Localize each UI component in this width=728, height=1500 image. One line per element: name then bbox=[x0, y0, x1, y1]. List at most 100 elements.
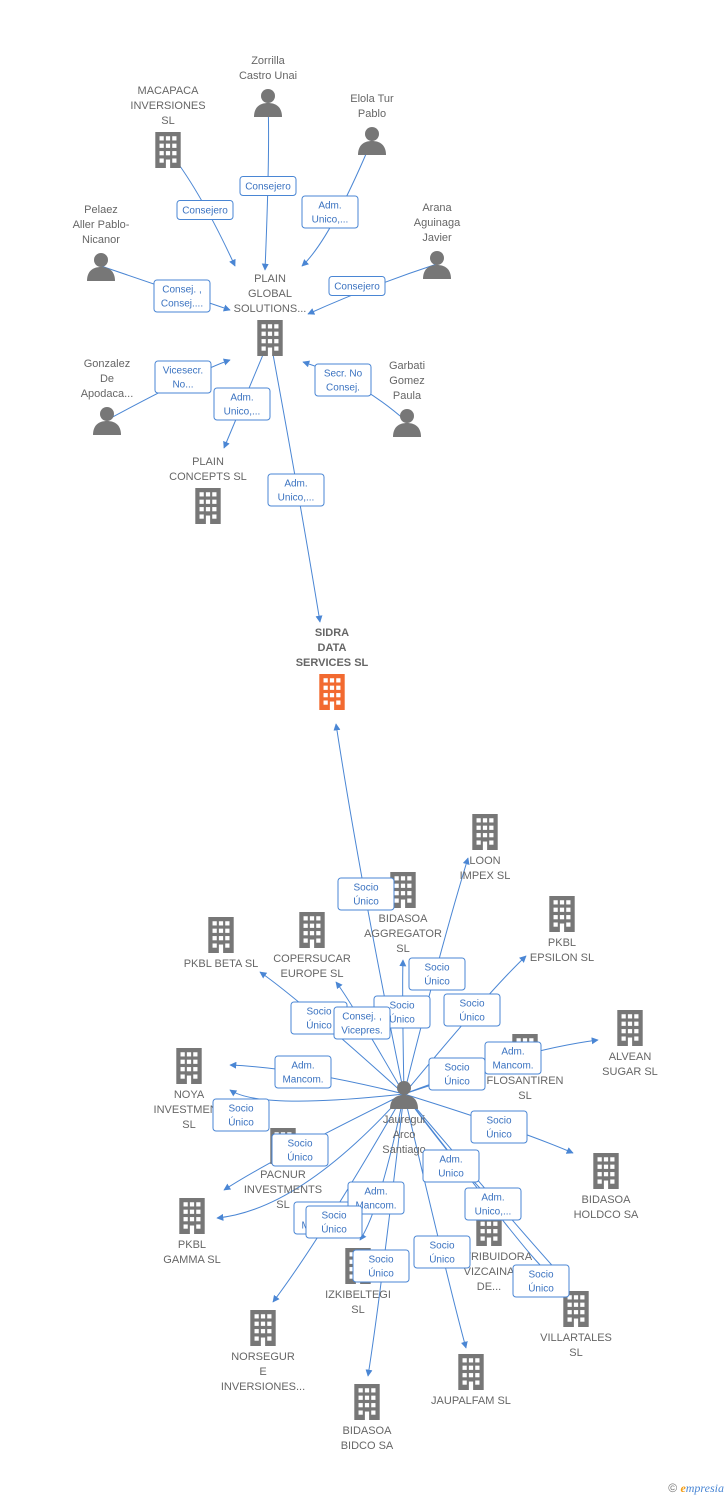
relation-label-text: Único bbox=[444, 1075, 470, 1088]
relation-label-text: Consej. bbox=[326, 383, 360, 394]
node-label: Castro Unai bbox=[239, 70, 297, 82]
relation-label-plain_global-to-sidra[interactable]: Adm.Unico,... bbox=[267, 473, 325, 507]
relation-label-text: Único bbox=[486, 1128, 512, 1141]
empresia-logo[interactable]: © empresia bbox=[668, 1481, 724, 1496]
node-label: EUROPE SL bbox=[281, 968, 344, 980]
relation-label-elola-to-plain_global[interactable]: Adm.Unico,... bbox=[301, 195, 359, 229]
relation-label-text: Unico,... bbox=[312, 215, 349, 226]
node-label: PKBL BETA SL bbox=[184, 958, 259, 970]
node-label: COPERSUCAR bbox=[273, 953, 351, 965]
node-plain_global[interactable]: PLAINGLOBALSOLUTIONS... bbox=[234, 273, 307, 356]
relation-label-jauregui-to-distribuidora[interactable]: Adm.Unico bbox=[422, 1149, 480, 1183]
relation-label-text: Socio bbox=[368, 1255, 393, 1266]
building-icon bbox=[155, 132, 181, 168]
relation-label-text: Único bbox=[368, 1267, 394, 1280]
relation-label-jauregui-to-noya[interactable]: Adm.Mancom. bbox=[274, 1055, 332, 1089]
relation-label-text: Único bbox=[424, 975, 450, 988]
relation-label-text: Socio bbox=[486, 1116, 511, 1127]
relation-label-jauregui-to-villartales[interactable]: Adm.Unico,... bbox=[464, 1187, 522, 1221]
relation-label-box bbox=[352, 1249, 410, 1283]
node-label: VILLARTALES bbox=[540, 1332, 612, 1344]
node-label: Santiago bbox=[382, 1144, 425, 1156]
node-copersucar[interactable]: COPERSUCAR EUROPE SL bbox=[273, 912, 351, 980]
relation-label-jauregui-to-izkibeltegi[interactable]: Adm.Mancom. bbox=[347, 1181, 405, 1215]
building-icon bbox=[208, 917, 234, 953]
relation-label-box bbox=[212, 1098, 270, 1132]
relation-label-zorrilla-to-plain_global[interactable]: Consejero bbox=[239, 176, 297, 196]
relation-label-text: Consej. , bbox=[342, 1012, 381, 1023]
relation-label-box bbox=[267, 473, 325, 507]
relation-label-text: Socio bbox=[389, 1001, 414, 1012]
node-label: INVERSIONES bbox=[130, 100, 205, 112]
node-label: Nicanor bbox=[82, 234, 120, 246]
node-jaupalfam[interactable]: JAUPALFAM SL bbox=[431, 1354, 511, 1407]
relation-label-box bbox=[153, 279, 211, 313]
relation-label-box bbox=[443, 993, 501, 1027]
relation-label-arana-to-plain_global[interactable]: Consejero bbox=[328, 276, 386, 296]
relation-label-text: Único bbox=[228, 1116, 254, 1129]
relation-label-text: Único bbox=[353, 895, 379, 908]
node-label: SL bbox=[518, 1090, 531, 1102]
node-label: PKBL bbox=[178, 1239, 206, 1251]
relation-label-jauregui-to-alvean[interactable]: Adm.Mancom. bbox=[484, 1041, 542, 1075]
relation-label-pelaez-to-plain_global[interactable]: Consej. ,Consej.... bbox=[153, 279, 211, 313]
relation-label-text: Socio bbox=[444, 1063, 469, 1074]
relation-label-macapaca-to-plain_global[interactable]: Consejero bbox=[176, 200, 234, 220]
relation-label-box bbox=[154, 360, 212, 394]
copyright-icon: © bbox=[668, 1481, 678, 1495]
node-label: BIDASOA bbox=[582, 1194, 632, 1206]
node-label: Pablo bbox=[358, 108, 386, 120]
person-icon bbox=[87, 253, 115, 281]
node-gonzalez[interactable]: GonzalezDeApodaca... bbox=[81, 358, 134, 435]
relation-label-box bbox=[333, 1006, 391, 1040]
node-label: Gomez bbox=[389, 375, 424, 387]
node-label: AGGREGATOR bbox=[364, 928, 442, 940]
node-label: Jauregui bbox=[383, 1114, 425, 1126]
node-label: NORSEGUR bbox=[231, 1351, 295, 1363]
relation-label-box bbox=[337, 877, 395, 911]
node-pkbl_beta[interactable]: PKBL BETA SL bbox=[184, 917, 259, 970]
relation-label-text: Adm. bbox=[230, 393, 253, 404]
node-label: VIZCAINA bbox=[464, 1266, 515, 1278]
node-label: Javier bbox=[422, 232, 452, 244]
node-norsegur[interactable]: NORSEGUREINVERSIONES... bbox=[221, 1310, 305, 1393]
relation-label-gonzalez-to-plain_global[interactable]: Vicesecr.No... bbox=[154, 360, 212, 394]
relation-label-plain_global-to-plain_concepts[interactable]: Adm.Unico,... bbox=[213, 387, 271, 421]
relation-label-jauregui-to-copersucar[interactable]: Consej. ,Vicepres. bbox=[333, 1006, 391, 1040]
